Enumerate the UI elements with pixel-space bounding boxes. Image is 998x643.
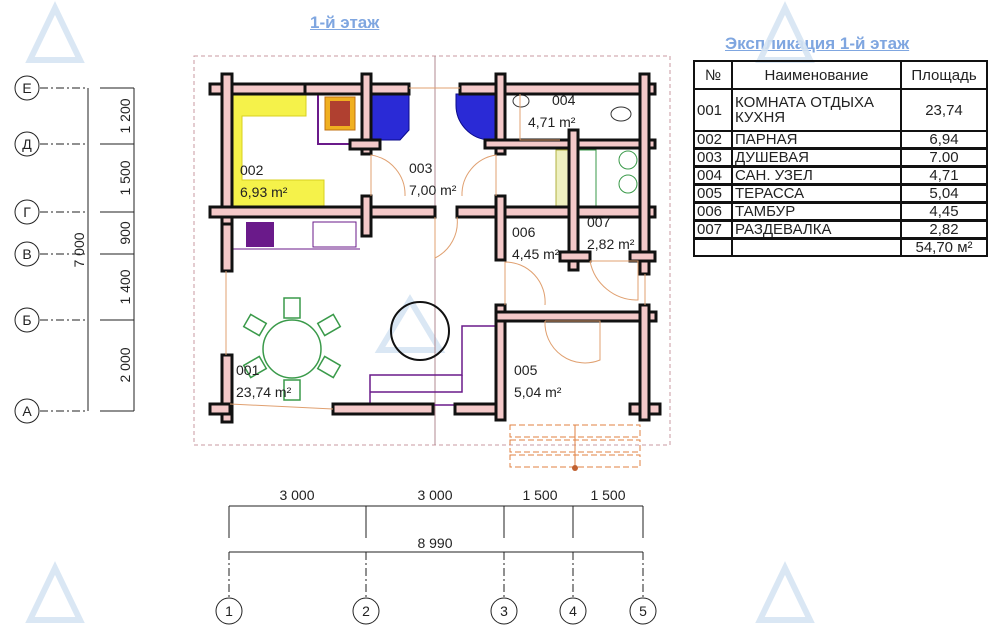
row-axis-label: Д	[22, 136, 32, 152]
total-row: 54,70 м²	[693, 237, 988, 257]
column-span-dimension: 1 500	[590, 487, 625, 503]
room-name-cell: ДУШЕВАЯ	[731, 147, 902, 168]
room-area-cell: 2,82	[900, 219, 988, 240]
room-area: 5,04 m²	[514, 384, 562, 400]
locker	[577, 149, 597, 209]
row-total-dimension: 7 000	[71, 232, 87, 267]
walls	[208, 72, 662, 424]
sauna-stove	[317, 93, 363, 145]
toilet-icon	[610, 106, 632, 122]
table-row: 005 ТЕРАССА 5,04	[693, 183, 988, 204]
room-name-cell: РАЗДЕВАЛКА	[731, 219, 902, 240]
table-row: 003 ДУШЕВАЯ 7.00	[693, 147, 988, 168]
room-number-cell: 005	[693, 183, 733, 204]
room-area: 4,71 m²	[528, 114, 576, 130]
room-area: 6,93 m²	[240, 184, 288, 200]
room-name-cell: ТЕРАССА	[731, 183, 902, 204]
room-number: 007	[587, 214, 611, 230]
room-area-cell: 4,71	[900, 165, 988, 186]
column-span-dimension: 3 000	[417, 487, 452, 503]
room-area: 7,00 m²	[409, 182, 457, 198]
room-area: 4,45 m²	[512, 246, 560, 262]
room-number: 003	[409, 160, 433, 176]
room-area-cell: 23,74	[900, 88, 988, 132]
round-table	[390, 301, 450, 361]
row-span-dimension: 1 200	[117, 98, 133, 133]
column-axis-label: 5	[639, 603, 647, 619]
room-number-cell: 007	[693, 219, 733, 240]
washstand	[555, 149, 569, 209]
room-area-cell: 4,45	[900, 201, 988, 222]
column-axis-label: 1	[225, 603, 233, 619]
room-number-cell: 002	[693, 130, 733, 150]
row-span-dimension: 1 400	[117, 269, 133, 304]
shower-tray-left	[370, 93, 410, 141]
column-total-dimension: 8 990	[417, 535, 452, 551]
stool-icon	[618, 150, 638, 170]
room-name-cell: САН. УЗЕЛ	[731, 165, 902, 186]
room-number-cell: 003	[693, 147, 733, 168]
room-name-cell: КОМНАТА ОТДЫХА КУХНЯ	[731, 88, 902, 132]
stool-icon	[618, 174, 638, 194]
table-row: 004 САН. УЗЕЛ 4,71	[693, 165, 988, 186]
column-header: Наименование	[731, 60, 902, 90]
table-row: 002 ПАРНАЯ 6,94	[693, 130, 988, 150]
plan-title: 1-й этаж	[310, 13, 380, 32]
room-number: 002	[240, 162, 264, 178]
room-area-cell: 6,94	[900, 130, 988, 150]
row-axis-label: Б	[22, 312, 31, 328]
row-span-dimension: 1 500	[117, 160, 133, 195]
watermark-logo	[25, 1, 815, 623]
doors	[225, 87, 646, 410]
room-name-cell: ПАРНАЯ	[731, 130, 902, 150]
washbasin-icon	[512, 94, 530, 108]
room-area-cell: 5,04	[900, 183, 988, 204]
total-area-cell: 54,70 м²	[900, 237, 988, 257]
room-number-cell: 004	[693, 165, 733, 186]
explication-table: № Наименование Площадь 001 КОМНАТА ОТДЫХ…	[693, 60, 988, 257]
column-axis-label: 4	[569, 603, 577, 619]
table-row: 001 КОМНАТА ОТДЫХА КУХНЯ 23,74	[693, 88, 988, 132]
empty-cell	[731, 237, 902, 257]
column-span-dimension: 3 000	[279, 487, 314, 503]
column-axes	[215, 505, 657, 625]
row-span-dimension: 900	[117, 221, 133, 245]
column-span-dimension: 1 500	[522, 487, 557, 503]
shower-tray-right	[455, 93, 500, 141]
column-axis-label: 3	[500, 603, 508, 619]
room-area: 2,82 m²	[587, 236, 635, 252]
table-row: 007 РАЗДЕВАЛКА 2,82	[693, 219, 988, 240]
room-number: 004	[552, 92, 576, 108]
column-header: №	[693, 60, 733, 90]
empty-cell	[693, 237, 733, 257]
room-number: 001	[236, 362, 260, 378]
room-number-cell: 006	[693, 201, 733, 222]
row-span-dimension: 2 000	[117, 347, 133, 382]
table-row: 006 ТАМБУР 4,45	[693, 201, 988, 222]
room-number-cell: 001	[693, 88, 733, 132]
row-axes	[14, 75, 135, 424]
column-header: Площадь	[900, 60, 988, 90]
kitchen-stove	[246, 222, 274, 247]
room-area-cell: 7.00	[900, 147, 988, 168]
row-axis-label: Е	[22, 80, 31, 96]
kitchen-sink	[312, 221, 357, 248]
plan-boundary	[193, 55, 671, 446]
column-axis-label: 2	[362, 603, 370, 619]
dining-table	[242, 297, 342, 401]
room-name-cell: ТАМБУР	[731, 201, 902, 222]
room-number: 005	[514, 362, 538, 378]
row-axis-label: Г	[23, 204, 31, 220]
row-axis-label: В	[22, 246, 31, 262]
porch-steps	[509, 424, 641, 471]
room-number: 006	[512, 224, 536, 240]
row-axis-label: А	[22, 403, 32, 419]
room-area: 23,74 m²	[236, 384, 292, 400]
